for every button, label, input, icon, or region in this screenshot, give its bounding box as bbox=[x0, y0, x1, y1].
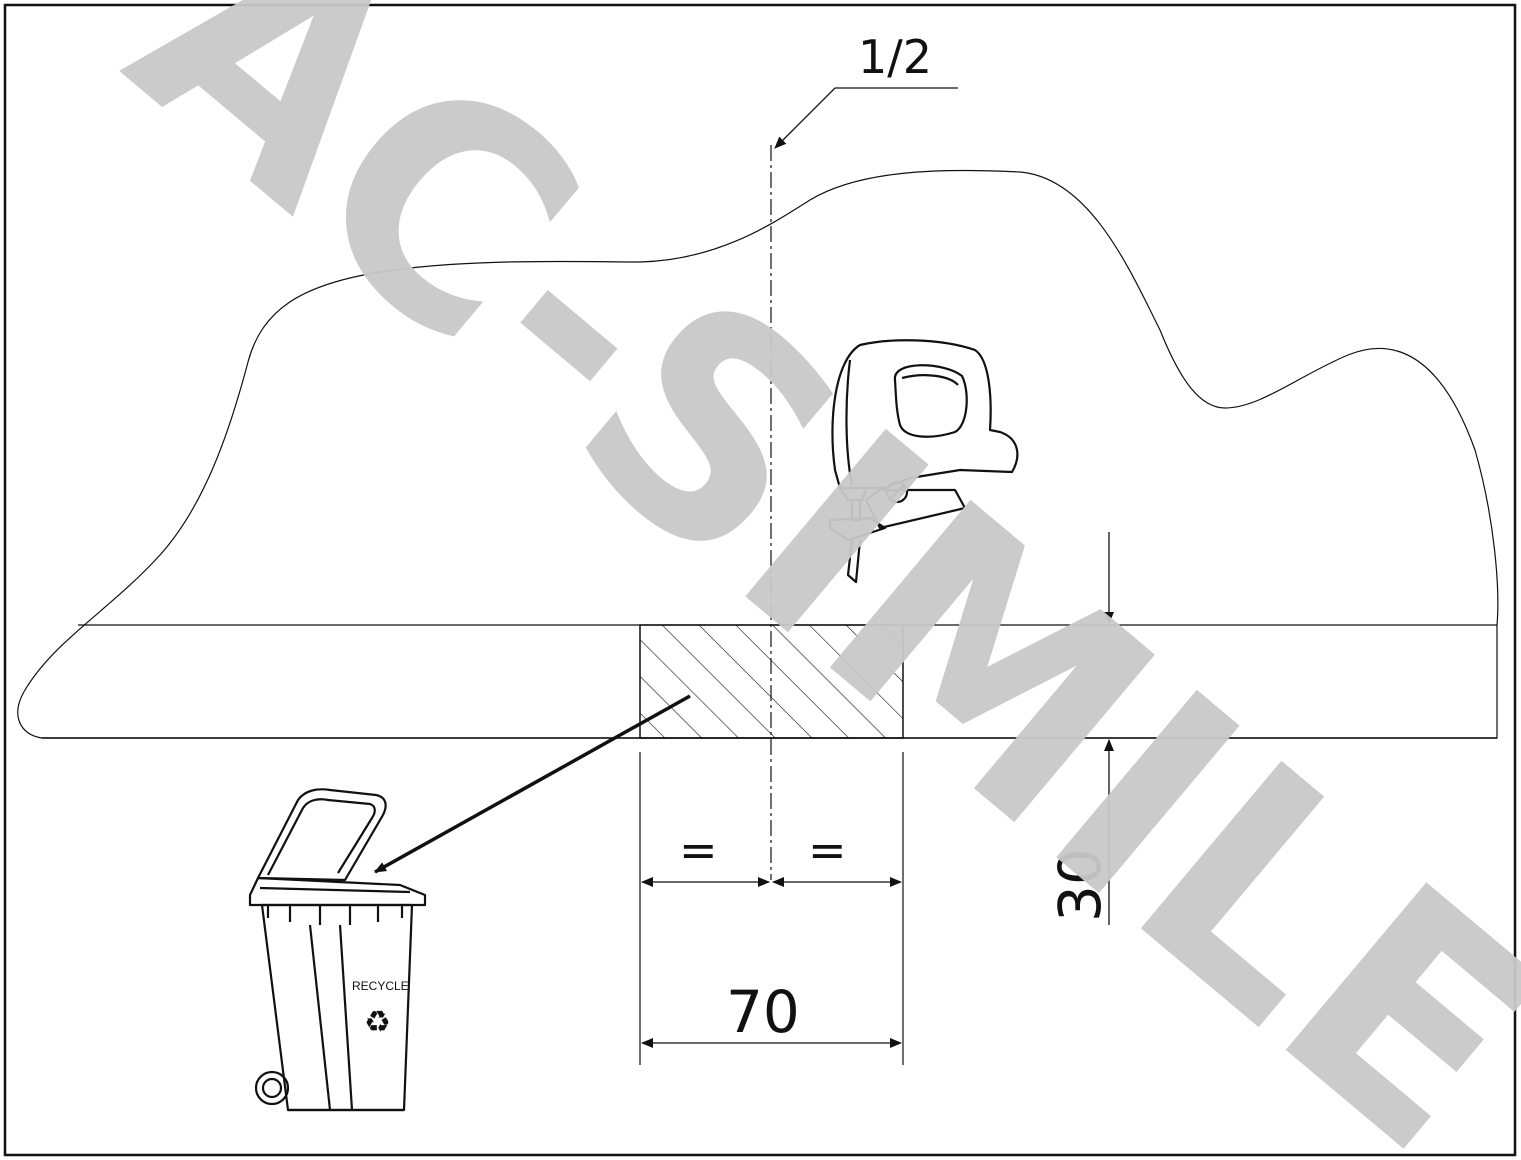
drawing-frame bbox=[3, 3, 1517, 1157]
equal-label-right: = bbox=[808, 823, 847, 877]
worktop-outline bbox=[17, 169, 1499, 739]
equal-label-left: = bbox=[679, 823, 718, 877]
recycle-symbol-icon: ♻ bbox=[364, 1006, 391, 1039]
fraction-label: 1/2 bbox=[858, 30, 932, 84]
discard-arrow bbox=[374, 694, 691, 874]
height-dim-label: 30 bbox=[1046, 848, 1114, 922]
fraction-leader bbox=[774, 87, 958, 149]
bin-label: RECYCLE bbox=[352, 979, 409, 993]
width-dim-label: 70 bbox=[726, 978, 800, 1046]
jigsaw-icon bbox=[828, 339, 1019, 584]
recycle-bin-icon bbox=[248, 788, 427, 1112]
